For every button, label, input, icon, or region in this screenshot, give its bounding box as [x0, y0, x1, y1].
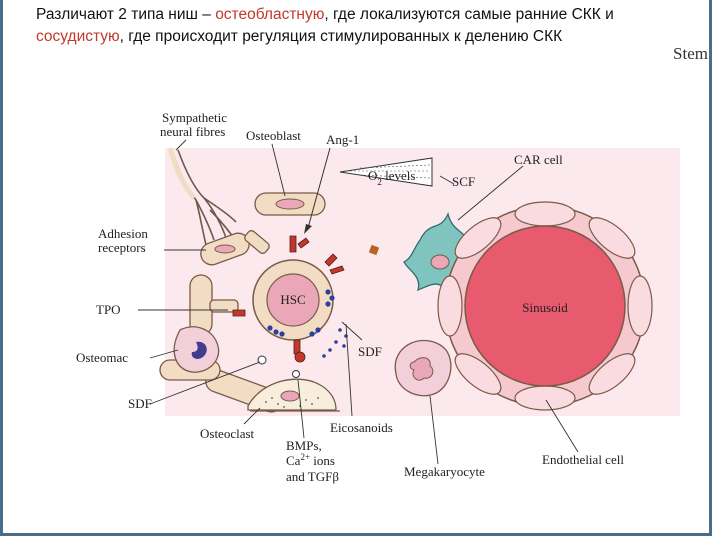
label-car-cell: CAR cell: [514, 152, 563, 167]
label-adhesion-2: receptors: [98, 240, 146, 255]
label-sdf-left: SDF: [128, 396, 152, 411]
osteoclast-cell: [247, 378, 337, 411]
sympathetic-fibres: [171, 149, 239, 246]
osteoblast-nucleus-2: [214, 244, 236, 254]
label-bmps-3: and TGFβ: [286, 469, 339, 484]
label-endothelial: Endothelial cell: [542, 452, 624, 467]
hsc-receptors: [232, 235, 345, 363]
label-osteomac: Osteomac: [76, 350, 128, 365]
leader-lines: [138, 139, 579, 465]
hsc-connectors: [209, 230, 270, 313]
o2-gradient-wedge: [339, 157, 433, 187]
adhesion-dots: [267, 289, 348, 358]
heading-part-3: , где происходит регуляция стимулированн…: [119, 28, 563, 45]
label-sympathetic-2: neural fibres: [160, 124, 225, 139]
label-sdf-right: SDF: [358, 344, 382, 359]
label-ang1: Ang-1: [326, 132, 359, 147]
label-o2-levels: O2 levels: [368, 168, 415, 187]
stem-cropped-text: Stem: [673, 44, 708, 63]
label-megakaryocyte: Megakaryocyte: [404, 464, 485, 479]
slide-heading: Различают 2 типа ниш – остеобластную, гд…: [36, 4, 696, 48]
heading-part-2: , где локализуются самые ранние СКК и: [324, 6, 614, 23]
label-bmps-2: Ca2+ ions: [286, 452, 335, 468]
ang1-pointer: [307, 147, 331, 229]
heading-part-1: Различают 2 типа ниш –: [36, 6, 216, 23]
label-scf: SCF: [452, 174, 475, 189]
megakaryocyte-nucleus: [409, 357, 434, 381]
label-adhesion-1: Adhesion: [98, 226, 148, 241]
label-eicosanoids: Eicosanoids: [330, 420, 393, 435]
label-osteoclast: Osteoclast: [200, 426, 255, 441]
hsc-nucleus: [266, 273, 320, 327]
hsc-label: HSC: [280, 292, 305, 307]
heading-vascular: сосудистую: [36, 28, 120, 45]
label-bmps-1: BMPs,: [286, 438, 322, 453]
sinusoid-label: Sinusoid: [522, 300, 568, 315]
label-sympathetic-1: Sympathetic: [162, 110, 227, 125]
endothelial-cells: [437, 201, 653, 411]
sinusoid-lumen: [464, 225, 626, 387]
label-tpo: TPO: [96, 302, 121, 317]
osteomac-cell: [173, 326, 220, 373]
o2-wedge-hatch: [346, 164, 431, 179]
car-cell-nucleus: [430, 254, 450, 270]
heading-osteoblastic: остеобластную: [215, 6, 325, 23]
label-osteoblast: Osteoblast: [246, 128, 301, 143]
nerve-sheath: [167, 147, 196, 200]
ang1-arrowhead: [304, 224, 312, 234]
osteoblast-nucleus: [275, 198, 305, 210]
